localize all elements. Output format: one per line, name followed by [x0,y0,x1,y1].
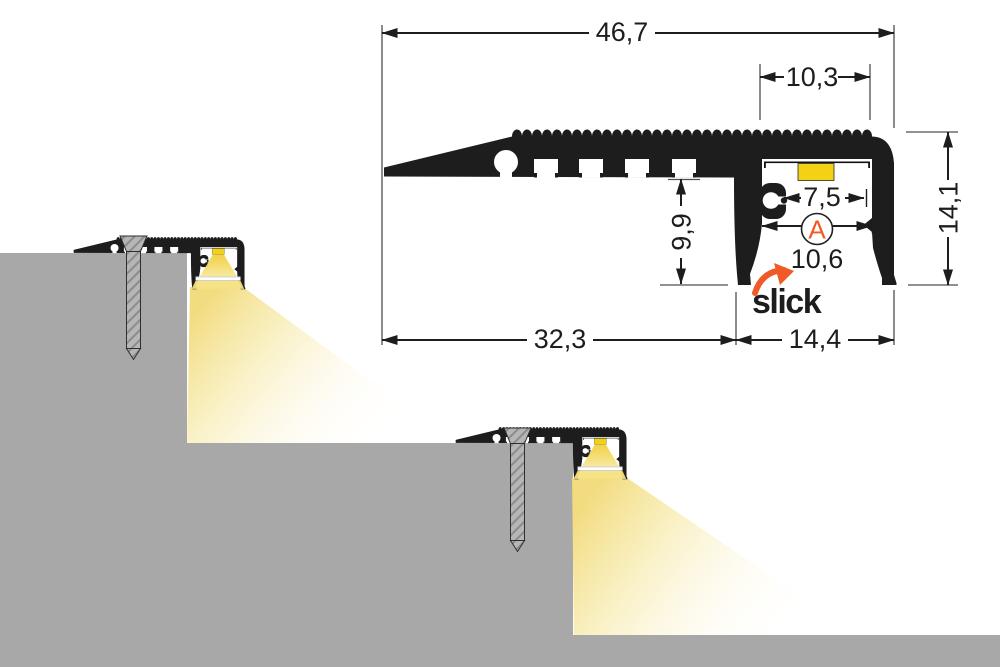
dimension-labels: 46,7 10,3 14,1 7,5 10,6 9,9 32,3 14,4 [527,17,964,354]
dim-label-bg [784,63,838,91]
dim-nose-width: 14,4 [789,324,842,354]
light-beam-lower [572,478,858,635]
dim-front-leg-height: 9,9 [667,213,697,251]
dim-label-bg [527,326,593,354]
detail-marker-letter: A [808,215,826,245]
brand-logo: slick [752,263,823,321]
dim-clip-width: 7,5 [803,182,841,212]
dim-tread-depth: 32,3 [534,324,587,354]
dim-overall-height: 14,1 [934,182,964,235]
detail-marker-circle [800,212,834,246]
logo-swoosh-arrowhead-icon [774,263,794,285]
brand-name: slick [752,283,822,321]
dim-inner-top-width: 10,3 [786,62,839,92]
light-beam-upper [187,287,455,443]
dim-overall-width: 46,7 [596,17,649,47]
dim-label-bg [589,19,655,47]
detail-marker: A [800,212,834,246]
dim-label-bg [801,185,845,211]
dim-opening-width: 10,6 [791,244,844,274]
dim-label-bg [787,246,847,274]
dim-label-bg [782,326,848,354]
staircase-steps [0,253,1000,667]
dimension-extension-lines [381,25,958,345]
dim-label-bg [667,206,695,258]
dim-label-bg [934,180,962,237]
